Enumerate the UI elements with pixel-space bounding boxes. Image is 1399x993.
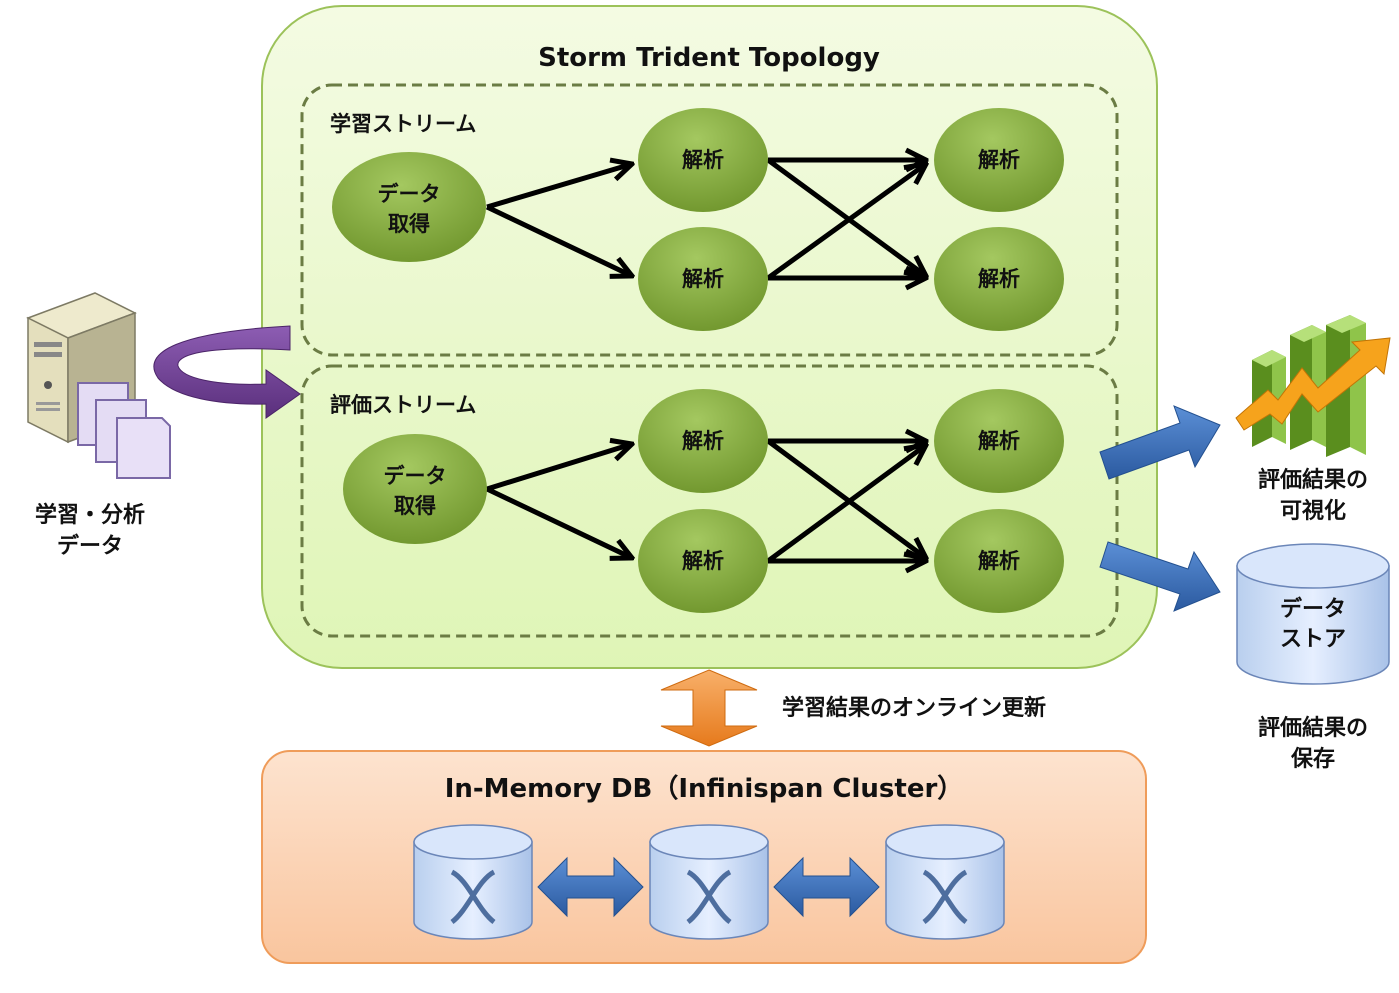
learning-stream-box: [300, 83, 1119, 357]
visualization-label: 評価結果の可視化: [1257, 468, 1368, 524]
evaluation-analysis-b2-node: [934, 509, 1064, 613]
cluster-node-1: [413, 824, 533, 940]
visualization-arrow: [1099, 405, 1221, 480]
evaluation-analysis-a1-node: [638, 389, 768, 493]
learning-analysis-a2-node: [638, 227, 768, 331]
cluster-node-3: [885, 824, 1005, 940]
evaluation-stream-edges: [485, 441, 926, 561]
evaluation-analysis-b1-node: [934, 389, 1064, 493]
evaluation-analysis-a1-label: 解析: [682, 429, 724, 453]
learning-analysis-b2-label: 解析: [978, 267, 1020, 291]
datastore-arrow: [1099, 541, 1221, 612]
memory-db-title: In-Memory DB（Infinispan Cluster）: [445, 774, 964, 804]
cluster-link-1: [537, 856, 644, 918]
learning-analysis-b1-node: [934, 108, 1064, 212]
learning-analysis-b2-node: [934, 227, 1064, 331]
online-update-label: 学習結果のオンライン更新: [782, 696, 1047, 721]
evaluation-analysis-a2-node: [638, 509, 768, 613]
datastore-cylinder: [1236, 543, 1390, 685]
evaluation-analysis-b2-label: 解析: [978, 549, 1020, 573]
documents-icon: [77, 382, 171, 479]
learning-analysis-a1-node: [638, 108, 768, 212]
chart-icon: [1235, 315, 1391, 457]
input-data-label: 学習・分析データ: [34, 503, 145, 559]
learning-analysis-b1-label: 解析: [978, 148, 1020, 172]
evaluation-stream-label: 評価ストリーム: [330, 393, 476, 417]
learning-analysis-a2-label: 解析: [682, 267, 724, 291]
datastore-label: データストア: [1279, 597, 1346, 652]
evaluation-source-label: データ取得: [383, 464, 447, 518]
learning-stream-edges: [485, 160, 926, 278]
learning-analysis-a1-label: 解析: [682, 148, 724, 172]
evaluation-source-node: [343, 434, 487, 544]
evaluation-analysis-b1-label: 解析: [978, 429, 1020, 453]
evaluation-analysis-a2-label: 解析: [682, 549, 724, 573]
cluster-node-2: [649, 824, 769, 940]
learning-source-label: データ取得: [377, 182, 441, 236]
storage-label: 評価結果の保存: [1257, 716, 1368, 772]
cluster-link-2: [773, 856, 880, 918]
input-curved-arrow: [153, 325, 301, 419]
online-update-arrow: [660, 669, 758, 747]
evaluation-stream-box: [300, 364, 1119, 638]
topology-title: Storm Trident Topology: [538, 43, 880, 73]
learning-stream-label: 学習ストリーム: [330, 112, 476, 136]
learning-source-node: [332, 152, 486, 262]
